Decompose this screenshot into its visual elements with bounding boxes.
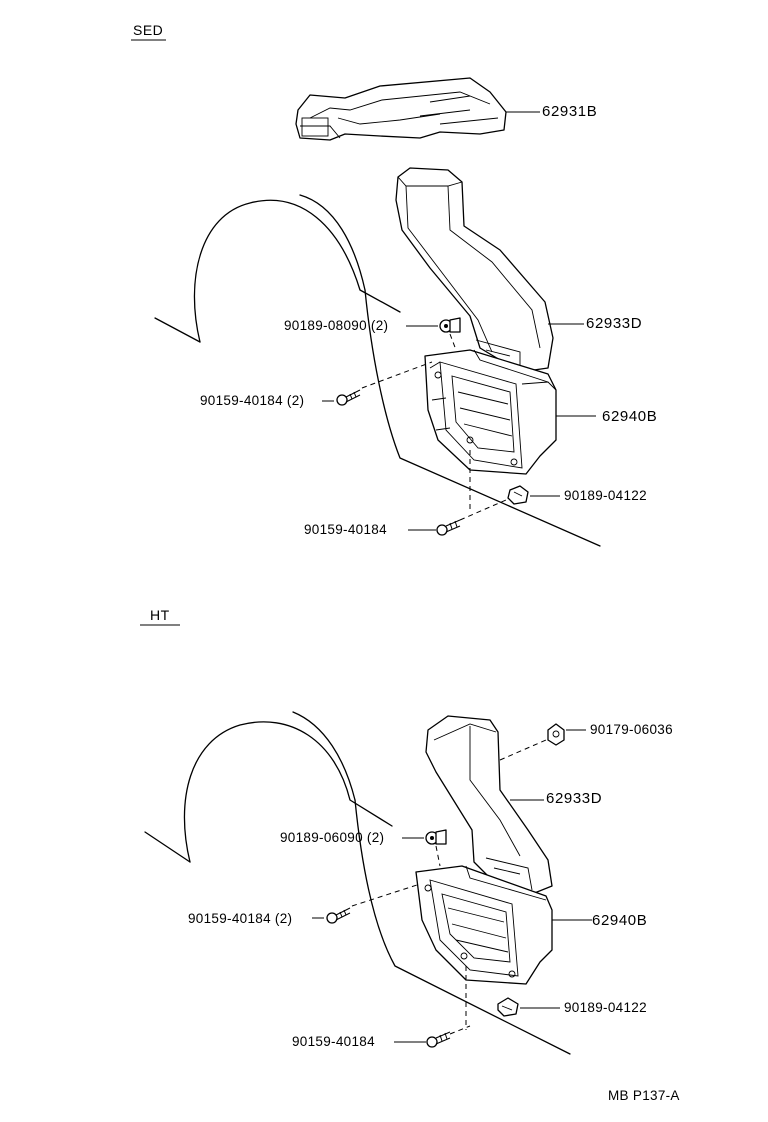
ht-assembly bbox=[140, 624, 592, 1055]
label-ht-90179-06036: 90179-06036 bbox=[590, 722, 673, 737]
label-sed-90159-40184: 90159-40184 bbox=[304, 522, 387, 537]
label-ht-62940b: 62940B bbox=[592, 912, 648, 929]
section-title-sed: SED bbox=[133, 22, 164, 38]
ht-fender-arch bbox=[144, 711, 571, 1055]
sed-screw-40184 bbox=[436, 519, 461, 536]
ht-vent-62940b bbox=[415, 865, 553, 985]
label-ht-62933d: 62933D bbox=[546, 790, 603, 807]
dash-06090 bbox=[435, 845, 441, 867]
label-sed-90189-04122: 90189-04122 bbox=[564, 488, 647, 503]
dash-ht-40184-2 bbox=[351, 883, 421, 907]
label-sed-90189-08090: 90189-08090 (2) bbox=[284, 318, 389, 333]
label-ht-90159-40184: 90159-40184 bbox=[292, 1034, 375, 1049]
label-sed-62931b: 62931B bbox=[542, 103, 598, 120]
sed-vent-62940b bbox=[424, 349, 557, 475]
ht-duct-62933d bbox=[425, 715, 553, 895]
dash-40184-2 bbox=[361, 361, 433, 389]
sed-fender-arch bbox=[154, 194, 601, 547]
dash-08090 bbox=[449, 333, 457, 351]
label-sed-62940b: 62940B bbox=[602, 408, 658, 425]
sed-clip-04122 bbox=[507, 485, 529, 505]
ht-screw-40184 bbox=[426, 1031, 451, 1048]
dash-04122 bbox=[459, 499, 507, 521]
sed-assembly bbox=[131, 39, 601, 547]
sed-duct-62933d bbox=[395, 167, 554, 373]
sed-clip-08090 bbox=[439, 317, 461, 333]
label-ht-90159-40184-2: 90159-40184 (2) bbox=[188, 911, 293, 926]
label-sed-90159-40184-2: 90159-40184 (2) bbox=[200, 393, 305, 408]
dash-06036 bbox=[499, 739, 547, 761]
ht-screw-40184-2 bbox=[326, 907, 351, 924]
ht-clip-04122 bbox=[497, 997, 519, 1017]
label-ht-90189-06090: 90189-06090 (2) bbox=[280, 830, 385, 845]
label-sed-62933d: 62933D bbox=[586, 315, 643, 332]
section-title-ht: HT bbox=[150, 607, 170, 623]
ht-nut-06036 bbox=[547, 723, 565, 746]
dash-ht-40184 bbox=[449, 1025, 471, 1035]
ht-clip-06090 bbox=[425, 829, 447, 845]
label-ht-90189-04122: 90189-04122 bbox=[564, 1000, 647, 1015]
diagram-reference-code: MB P137-A bbox=[608, 1088, 680, 1103]
sed-duct-62931b bbox=[295, 77, 507, 141]
sed-screw-40184-2 bbox=[336, 389, 361, 406]
